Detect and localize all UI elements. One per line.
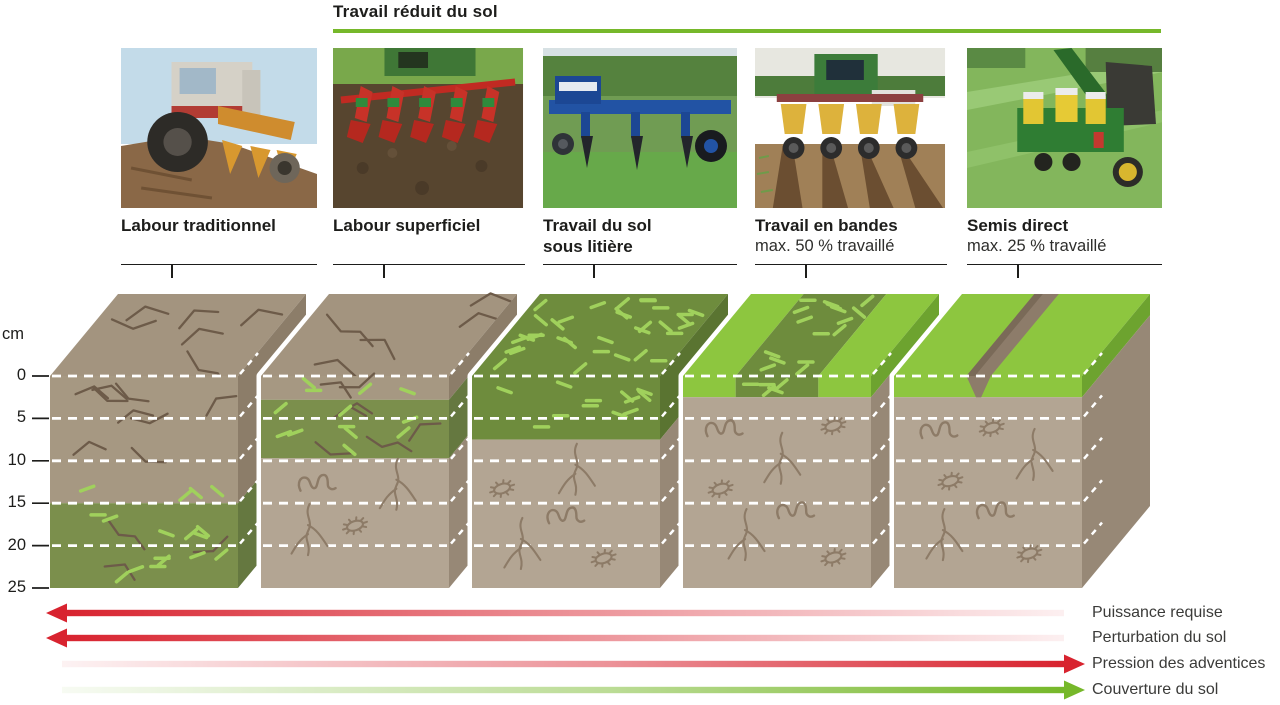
soil-block-semis-direct [889,289,1155,593]
soil-block-labour-traditionnel [45,289,311,593]
column-title-semis-direct: Semis direct max. 25 % travaillé [967,215,1162,257]
photo-tractor-with-plough-photo [121,48,317,208]
legend-arrow-3 [62,654,1085,674]
column-title-text: Travail en bandes [755,216,898,235]
soil-block-travail-en-bandes [678,289,944,593]
depth-label-5: 5 [16,408,26,427]
legend-arrow-1 [46,603,1064,623]
column-bracket-semis-direct [967,264,1162,279]
column-title-text: Travail du sol [543,216,652,235]
legend-label-3: Pression des adventices [1092,655,1266,672]
depth-label-0: 0 [16,366,26,384]
photo-blue-cultivator-photo [543,48,737,208]
column-title-travail-en-bandes: Travail en bandes max. 50 % travaillé [755,215,947,257]
strip-till-machine-photo [755,48,946,208]
photo-direct-seeder-photo [967,48,1162,208]
depth-label-20: 20 [7,535,26,554]
shallow-plough-photo [333,48,524,208]
column-bracket-travail-en-bandes [755,264,947,279]
column-title-line2: sous litière [543,237,633,256]
bracket-tick [171,265,173,278]
column-title-text: Semis direct [967,216,1069,235]
page-title: Travail réduit du sol [333,2,498,21]
bracket-tick [383,265,385,278]
column-bracket-labour-traditionnel [121,264,317,279]
column-title-travail-du-sol-sous-litiere: Travail du sol sous litière [543,215,737,257]
depth-unit-label: cm [2,325,24,343]
depth-label-15: 15 [7,493,26,512]
legend-arrow-2 [46,628,1064,648]
depth-scale-ticks [32,375,49,589]
photo-shallow-plough-photo [333,48,525,208]
column-bracket-labour-superficiel [333,264,525,279]
column-title-labour-traditionnel: Labour traditionnel [121,215,317,236]
column-bracket-travail-du-sol-sous-litiere [543,264,737,279]
bracket-tick [1017,265,1019,278]
tractor-with-plough-photo [121,48,317,208]
direct-seeder-photo [967,48,1162,208]
column-title-labour-superficiel: Labour superficiel [333,215,525,236]
column-subtitle: max. 50 % travaillé [755,237,895,255]
bracket-tick [805,265,807,278]
column-title-text: Labour traditionnel [121,216,276,235]
soil-block-travail-du-sol-sous-litiere [467,289,733,593]
reduced-tillage-underline [333,29,1161,33]
column-subtitle: max. 25 % travaillé [967,237,1107,255]
column-title-text: Labour superficiel [333,216,481,235]
depth-label-25: 25 [7,578,26,596]
legend-label-2: Perturbation du sol [1092,629,1227,646]
photo-strip-till-machine-photo [755,48,947,208]
blue-cultivator-photo [543,48,737,208]
legend-arrow-4 [62,680,1085,700]
legend-label-4: Couverture du sol [1092,681,1219,698]
bracket-tick [593,265,595,278]
depth-label-10: 10 [7,450,26,469]
legend-label-1: Puissance requise [1092,604,1223,621]
